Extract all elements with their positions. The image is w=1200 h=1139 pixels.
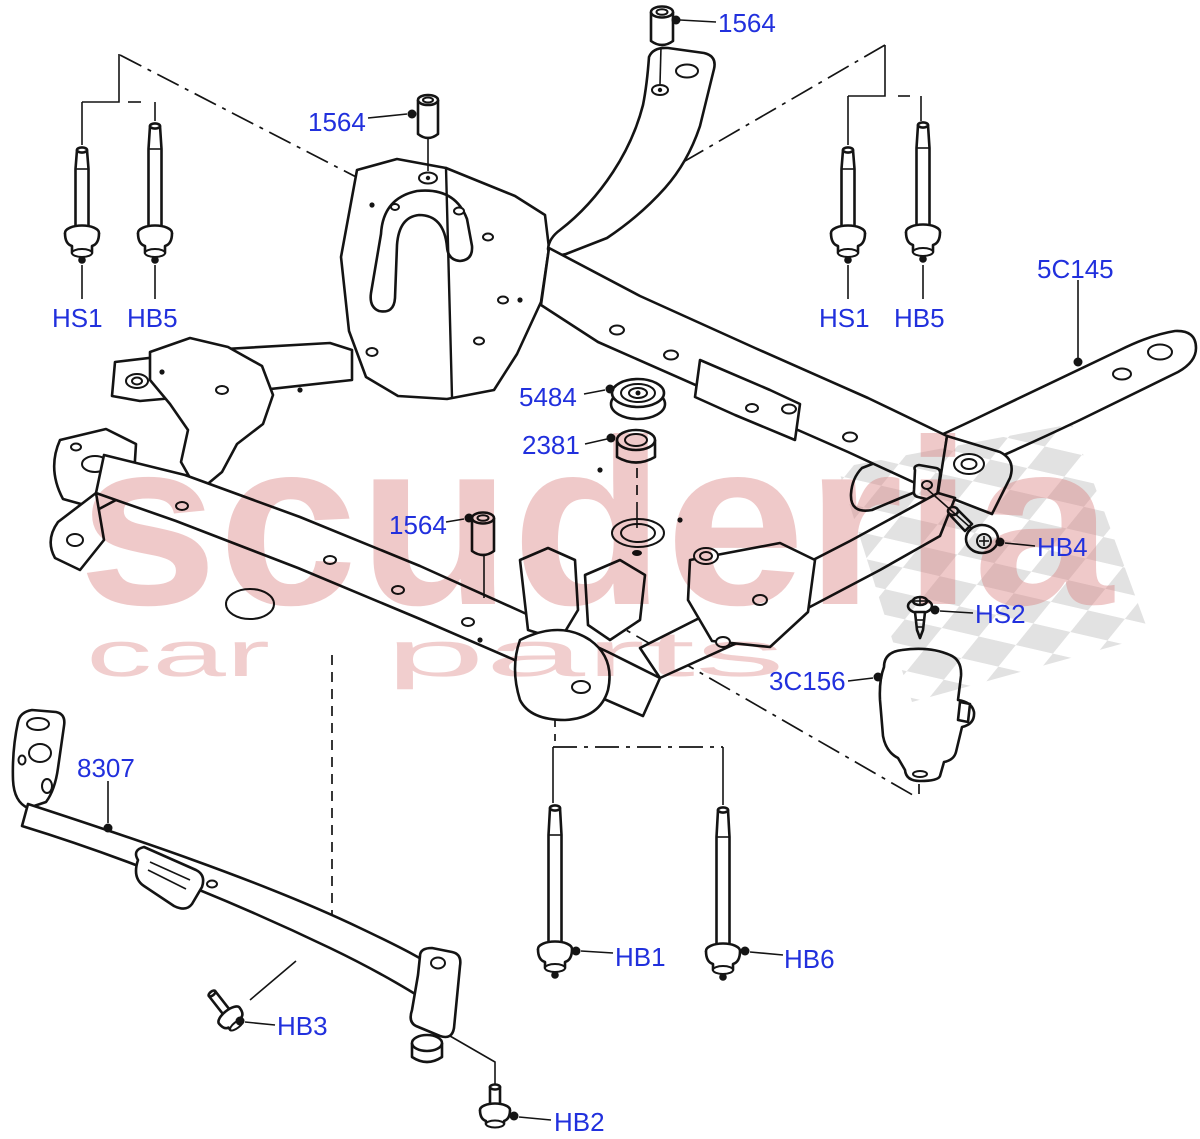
bolt-hb2-part	[478, 1083, 512, 1129]
callout-1564-top: 1564	[718, 8, 776, 38]
callout-hb5-right: HB5	[894, 303, 945, 333]
callout-3c156: 3C156	[769, 666, 846, 696]
callout-5c145: 5C145	[1037, 254, 1114, 284]
callout-hb3: HB3	[277, 1011, 328, 1041]
tower-bracket	[339, 157, 551, 401]
stud-hs1-left	[63, 146, 101, 266]
callout-1564-mid: 1564	[389, 510, 447, 540]
callout-hs1-left: HS1	[52, 303, 103, 333]
damper-3c156-part	[878, 647, 976, 783]
spacer-2381-part	[615, 428, 657, 528]
callout-hb6: HB6	[784, 944, 835, 974]
callout-2381: 2381	[522, 430, 580, 460]
bolt-hb5-left	[136, 122, 174, 266]
callout-1564-tower: 1564	[308, 107, 366, 137]
top-arm	[546, 46, 716, 257]
callout-8307: 8307	[77, 753, 135, 783]
bushing-mid-part	[470, 511, 496, 598]
stud-hs1-right	[829, 146, 867, 266]
insulator-5484-part	[609, 377, 667, 421]
callout-hs2: HS2	[975, 599, 1026, 629]
callout-5484: 5484	[519, 382, 577, 412]
callout-hs1-right: HS1	[819, 303, 870, 333]
callout-hb4: HB4	[1037, 532, 1088, 562]
bolt-hb6-part	[704, 806, 742, 983]
crossbar-8307-part	[11, 708, 462, 1064]
screw-hs2-part	[906, 595, 934, 640]
callout-hb2: HB2	[554, 1107, 605, 1137]
right-rail	[539, 246, 949, 496]
leader-lines	[81, 15, 1083, 1121]
bolt-hb5-right	[904, 121, 942, 265]
bushing-tower-part	[416, 93, 440, 171]
bushing-top-part	[649, 5, 675, 85]
bolt-hb1-part	[536, 804, 574, 981]
bottom-brackets	[513, 546, 647, 722]
callout-hb5-left: HB5	[127, 303, 178, 333]
bolt-hb3-part	[207, 989, 245, 1032]
callout-hb1: HB1	[615, 942, 666, 972]
